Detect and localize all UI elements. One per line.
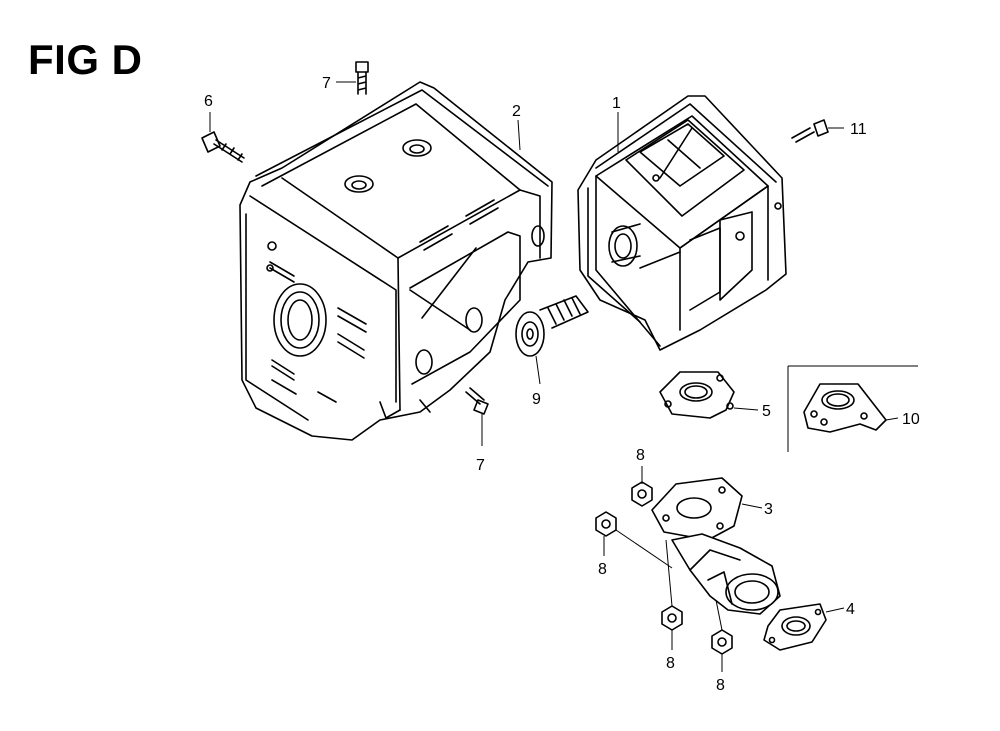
callout-10: 10 [902,411,920,428]
callout-1: 1 [612,95,621,112]
bolt-7-lower [465,387,489,415]
bolt-7-top [355,61,369,95]
callout-11: 11 [850,121,867,138]
gasket-alt [787,365,918,452]
callout-2: 2 [512,103,521,120]
muffler-protector [239,81,553,441]
callout-5: 5 [762,403,771,420]
callout-6: 6 [204,93,213,110]
nut-8-a [631,481,653,507]
flange-bolt-6 [201,131,245,163]
callout-8-a: 8 [636,447,645,464]
figure-title: FIG D [28,36,143,83]
nut-8-c [661,605,683,631]
bolt-11 [791,119,829,143]
callout-7-top: 7 [322,75,331,92]
muffler-gasket [659,371,735,419]
callout-8-d: 8 [716,677,725,694]
callout-3: 3 [764,501,773,518]
muffler [577,95,787,351]
callout-8-b: 8 [598,561,607,578]
callout-8-c: 8 [666,655,675,672]
exhaust-gasket [763,603,827,651]
spark-arrester [515,295,589,357]
nut-8-b [595,511,617,537]
exhaust-pipe [651,477,781,615]
callout-4: 4 [846,601,855,618]
leader-lines [209,81,899,672]
nut-8-d [711,629,733,655]
callout-7-lower: 7 [476,457,485,474]
callout-9: 9 [532,391,541,408]
